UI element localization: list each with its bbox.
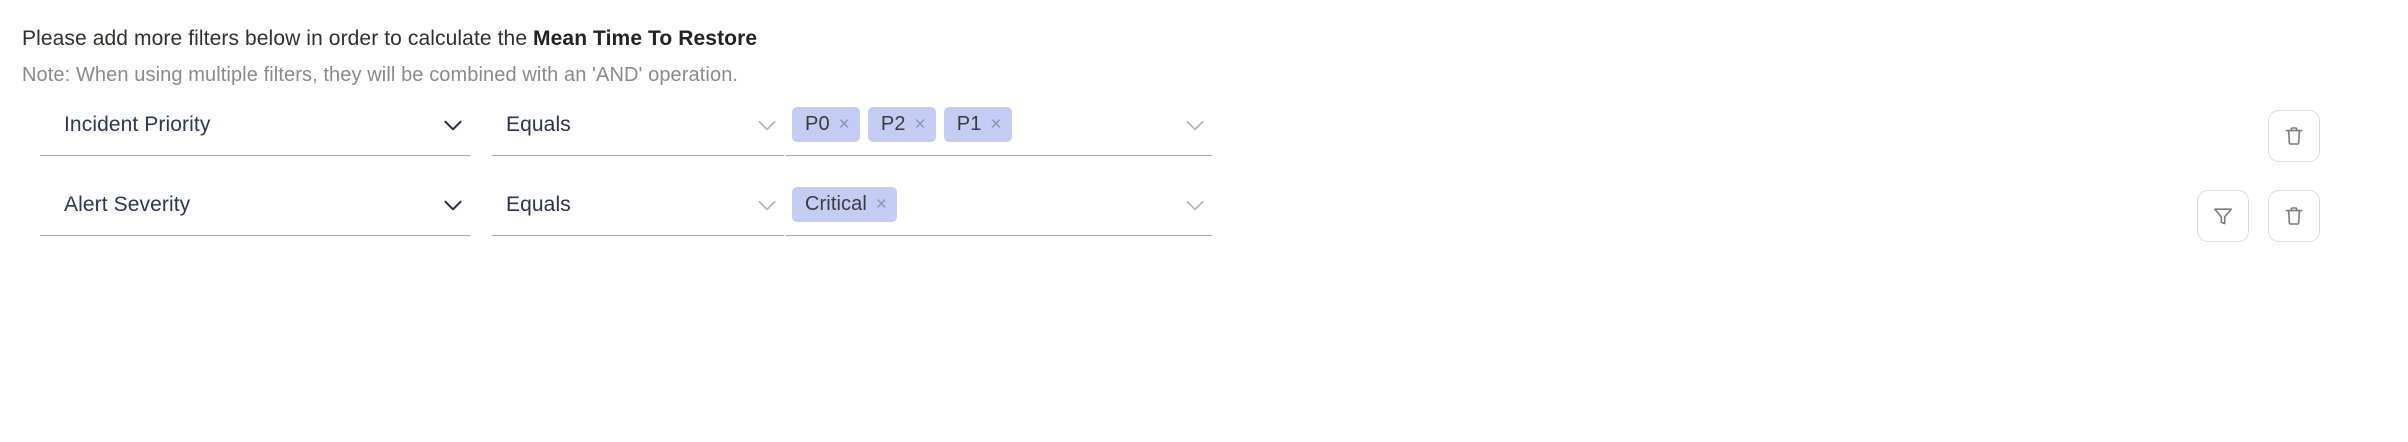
- filter-field-label: Incident Priority: [64, 112, 211, 136]
- filter-operator-label: Equals: [506, 112, 571, 136]
- filter-note: Note: When using multiple filters, they …: [22, 64, 739, 86]
- filter-row-actions: [2268, 108, 2320, 164]
- funnel-icon: [2214, 208, 2232, 225]
- close-icon[interactable]: ×: [838, 114, 850, 135]
- chevron-down-icon: [758, 120, 776, 130]
- delete-filter-button[interactable]: [2268, 190, 2320, 242]
- filter-operator-label: Equals: [506, 192, 571, 216]
- value-chip-label: Critical: [805, 193, 867, 215]
- add-filter-button[interactable]: [2197, 190, 2249, 242]
- chevron-down-icon: [1186, 120, 1204, 130]
- trash-icon: [2285, 207, 2303, 225]
- filter-values-select[interactable]: P0 × P2 × P1 ×: [786, 100, 1212, 156]
- close-icon[interactable]: ×: [914, 114, 926, 135]
- instruction-prefix: Please add more filters below in order t…: [22, 27, 534, 50]
- value-chip[interactable]: P0 ×: [792, 107, 860, 142]
- filter-row: Alert Severity Equals Critical ×: [0, 180, 2408, 260]
- filter-operator-select[interactable]: Equals: [492, 100, 784, 156]
- filter-field-select[interactable]: Alert Severity: [40, 180, 470, 236]
- chevron-down-icon: [1186, 200, 1204, 210]
- metric-name: Mean Time To Restore: [533, 27, 758, 50]
- chevron-down-icon: [758, 200, 776, 210]
- filter-values-select[interactable]: Critical ×: [786, 180, 1212, 236]
- filter-field-label: Alert Severity: [64, 192, 191, 216]
- value-chip-label: P1: [956, 113, 982, 135]
- filter-rows: Incident Priority Equals P0 ×: [0, 100, 2408, 260]
- page-instruction: Please add more filters below in order t…: [22, 26, 757, 52]
- chevron-down-icon: [444, 120, 462, 130]
- chevron-down-icon: [444, 200, 462, 210]
- value-chip-label: P2: [880, 113, 906, 135]
- close-icon[interactable]: ×: [875, 194, 888, 215]
- filter-row: Incident Priority Equals P0 ×: [0, 100, 2408, 180]
- trash-icon: [2285, 127, 2303, 145]
- value-chip[interactable]: Critical ×: [792, 187, 898, 222]
- filter-row-actions: [2197, 188, 2320, 244]
- filter-value-chips: P0 × P2 × P1 ×: [786, 107, 1182, 148]
- filter-value-chips: Critical ×: [786, 187, 1182, 228]
- filter-field-select[interactable]: Incident Priority: [40, 100, 470, 156]
- value-chip-label: P0: [805, 113, 830, 135]
- delete-filter-button[interactable]: [2268, 110, 2320, 162]
- value-chip[interactable]: P1 ×: [943, 107, 1012, 142]
- close-icon[interactable]: ×: [990, 114, 1002, 135]
- value-chip[interactable]: P2 ×: [867, 107, 936, 142]
- filter-operator-select[interactable]: Equals: [492, 180, 784, 236]
